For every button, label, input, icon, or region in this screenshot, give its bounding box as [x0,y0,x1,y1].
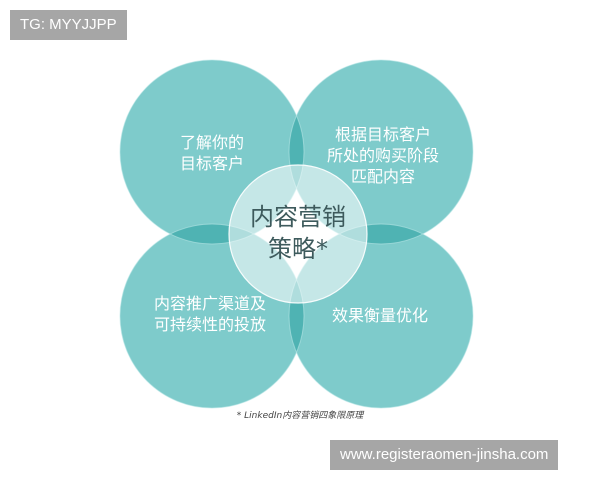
text-line: 了解你的 [179,133,244,152]
text-line: 效果衡量优化 [331,306,428,325]
quadrant-top-right-text: 根据目标客户 所处的购买阶段 匹配内容 [318,124,448,187]
text-line: 内容推广渠道及 [153,294,266,313]
text-line: 根据目标客户 [334,125,431,144]
text-line: 所处的购买阶段 [326,146,439,165]
center-title: 内容营销 策略* [228,201,368,265]
text-line: 匹配内容 [350,167,415,186]
center-title-line2: 策略* [268,235,328,263]
center-circle [228,164,368,304]
quadrant-bottom-left-text: 内容推广渠道及 可持续性的投放 [145,293,275,335]
quadrant-bottom-right-text: 效果衡量优化 [320,305,440,326]
text-line: 可持续性的投放 [153,315,266,334]
caption: * LinkedIn内容营销四象限原理 [236,411,364,421]
watermark-bottom: www.registeraomen-jinsha.com [330,440,559,470]
text-line: 目标客户 [179,154,244,173]
center-title-line1: 内容营销 [250,203,346,231]
quadrant-top-left-text: 了解你的 目标客户 [162,132,262,174]
watermark-top: TG: MYYJJPP [10,10,127,40]
